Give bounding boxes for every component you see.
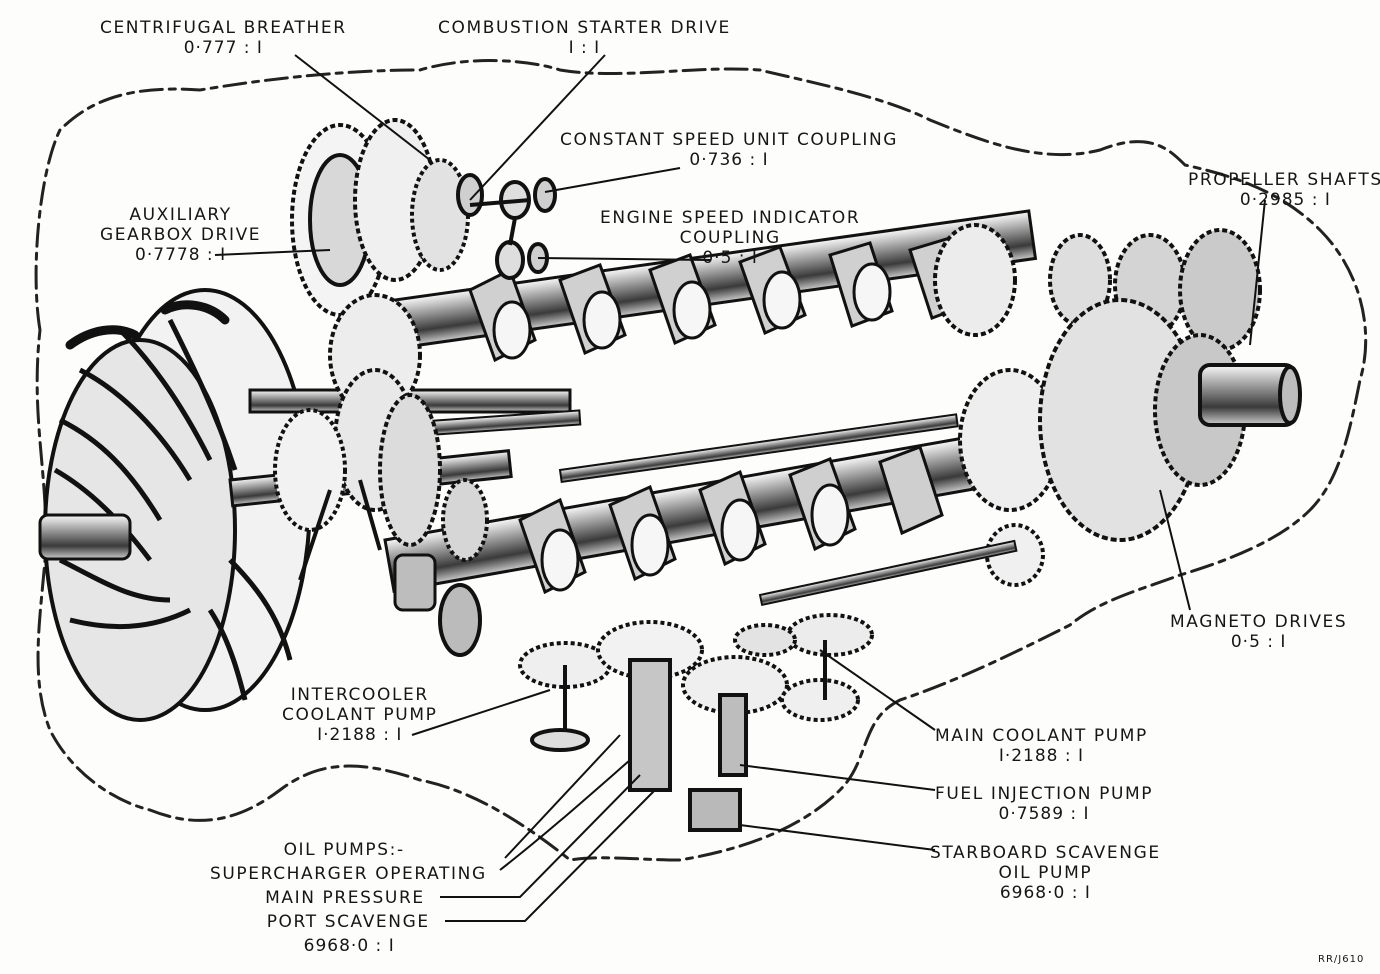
label-name-line2: COUPLING: [679, 228, 781, 248]
label-constant-speed-unit-coupling: CONSTANT SPEED UNIT COUPLING 0·736 : I: [560, 130, 898, 170]
label-name-line2: COOLANT PUMP: [282, 705, 438, 725]
label-combustion-starter-drive: COMBUSTION STARTER DRIVE I : I: [438, 18, 731, 58]
central-gears: [273, 293, 489, 657]
label-name: COMBUSTION STARTER DRIVE: [438, 18, 731, 38]
label-name: PROPELLER SHAFTS: [1188, 170, 1380, 190]
pump-gears: [518, 613, 874, 832]
oil-pumps-ratio: 6968·0 : I: [303, 936, 395, 956]
label-name: MAIN COOLANT PUMP: [935, 726, 1148, 746]
label-name: FUEL INJECTION PUMP: [935, 784, 1154, 804]
label-propeller-shafts: PROPELLER SHAFTS 0·2985 : I: [1188, 170, 1380, 210]
oil-pumps-supercharger-operating: SUPERCHARGER OPERATING: [210, 864, 487, 884]
label-name-line1: INTERCOOLER: [290, 685, 429, 705]
leader-lines: [214, 54, 1266, 922]
label-ratio: 0·5 : I: [702, 248, 758, 268]
label-centrifugal-breather: CENTRIFUGAL BREATHER 0·777 : I: [100, 18, 347, 58]
label-ratio: 0·777 : I: [183, 38, 263, 58]
label-oil-pumps: OIL PUMPS:- SUPERCHARGER OPERATING MAIN …: [210, 838, 495, 958]
label-auxiliary-gearbox-drive: AUXILIARY GEARBOX DRIVE 0·7778 : I: [100, 205, 261, 265]
oil-pumps-main-pressure: MAIN PRESSURE: [265, 888, 425, 908]
label-magneto-drives: MAGNETO DRIVES 0·5 : I: [1170, 612, 1347, 652]
label-name-line1: AUXILIARY: [129, 205, 232, 225]
label-fuel-injection-pump: FUEL INJECTION PUMP 0·7589 : I: [935, 784, 1153, 824]
upper-crankshaft: [393, 209, 1038, 363]
label-engine-speed-indicator-coupling: ENGINE SPEED INDICATOR COUPLING 0·5 : I: [600, 208, 860, 268]
lower-crankshaft: [383, 423, 1046, 612]
propeller-reduction-gears: [933, 223, 1302, 587]
oil-pumps-heading: OIL PUMPS:-: [283, 840, 405, 860]
label-name: CENTRIFUGAL BREATHER: [100, 18, 347, 38]
label-ratio: 0·2985 : I: [1239, 190, 1331, 210]
supercharger-impeller: [38, 288, 312, 722]
label-name-line2: GEARBOX DRIVE: [100, 225, 262, 245]
label-ratio: 0·7589 : I: [998, 804, 1090, 824]
label-ratio: I·2188 : I: [317, 725, 403, 745]
upper-gear-cluster: [290, 118, 557, 317]
label-ratio: 6968·0 : I: [999, 883, 1091, 903]
label-name: CONSTANT SPEED UNIT COUPLING: [560, 130, 899, 150]
label-name-line1: ENGINE SPEED INDICATOR: [600, 208, 861, 228]
oil-pumps-port-scavenge: PORT SCAVENGE: [266, 912, 430, 932]
figure-reference: RR/J610: [1318, 954, 1365, 965]
label-intercooler-coolant-pump: INTERCOOLER COOLANT PUMP I·2188 : I: [282, 685, 437, 745]
label-name: MAGNETO DRIVES: [1170, 612, 1348, 632]
label-ratio: 0·5 : I: [1230, 632, 1287, 652]
label-ratio: I : I: [568, 38, 601, 58]
label-ratio: 0·7778 : I: [135, 245, 227, 265]
label-name-line2: OIL PUMP: [998, 863, 1093, 883]
label-starboard-scavenge-oil-pump: STARBOARD SCAVENGE OIL PUMP 6968·0 : I: [930, 843, 1161, 903]
label-ratio: 0·736 : I: [689, 150, 769, 170]
label-main-coolant-pump: MAIN COOLANT PUMP I·2188 : I: [935, 726, 1148, 766]
label-ratio: I·2188 : I: [998, 746, 1085, 766]
label-name-line1: STARBOARD SCAVENGE: [930, 843, 1161, 863]
engine-outline: [34, 59, 1368, 862]
